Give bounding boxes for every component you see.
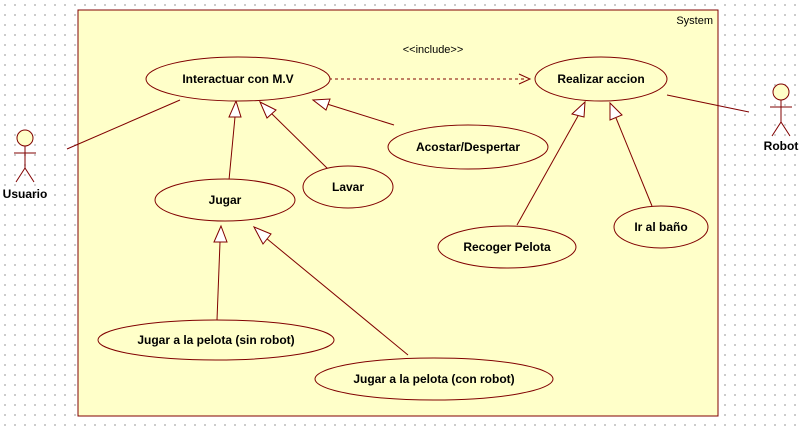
use-case-jugar-sin-robot[interactable]: Jugar a la pelota (sin robot) (97, 319, 335, 361)
use-case-interactuar[interactable]: Interactuar con M.V (145, 56, 331, 102)
include-stereotype: <<include>> (403, 44, 464, 56)
use-case-realizar-accion[interactable]: Realizar accion (534, 56, 668, 102)
use-case-jugar-con-label: Jugar a la pelota (con robot) (353, 372, 514, 386)
use-case-jugar[interactable]: Jugar (154, 178, 296, 222)
use-case-jugar-label: Jugar (209, 193, 242, 207)
use-case-lavar[interactable]: Lavar (302, 165, 394, 209)
system-label: System (676, 15, 713, 27)
use-case-recoger-label: Recoger Pelota (463, 240, 551, 254)
use-case-ir-al-bano[interactable]: Ir al baño (613, 205, 709, 249)
use-case-acostar-label: Acostar/Despertar (416, 140, 520, 154)
use-case-recoger-pelota[interactable]: Recoger Pelota (437, 225, 577, 269)
use-case-lavar-label: Lavar (332, 180, 364, 194)
association-usuario-interactuar (66, 99, 181, 150)
actor-head-icon (772, 83, 790, 101)
generalization-arrowheads (213, 98, 623, 245)
use-case-interactuar-label: Interactuar con M.V (182, 72, 293, 86)
use-case-ir-bano-label: Ir al baño (634, 220, 687, 234)
actor-usuario[interactable] (14, 129, 36, 183)
actor-robot[interactable] (770, 83, 792, 137)
include-arrowhead (518, 73, 532, 85)
actor-robot-label: Robot (764, 139, 799, 153)
generalization-lines (216, 103, 653, 356)
use-case-jugar-sin-label: Jugar a la pelota (sin robot) (137, 333, 294, 347)
association-robot-realizar (666, 94, 750, 113)
actor-head-icon (16, 129, 34, 147)
use-case-realizar-label: Realizar accion (557, 72, 644, 86)
use-case-acostar-despertar[interactable]: Acostar/Despertar (387, 124, 549, 170)
actor-usuario-label: Usuario (3, 187, 48, 201)
use-case-jugar-con-robot[interactable]: Jugar a la pelota (con robot) (314, 357, 554, 401)
